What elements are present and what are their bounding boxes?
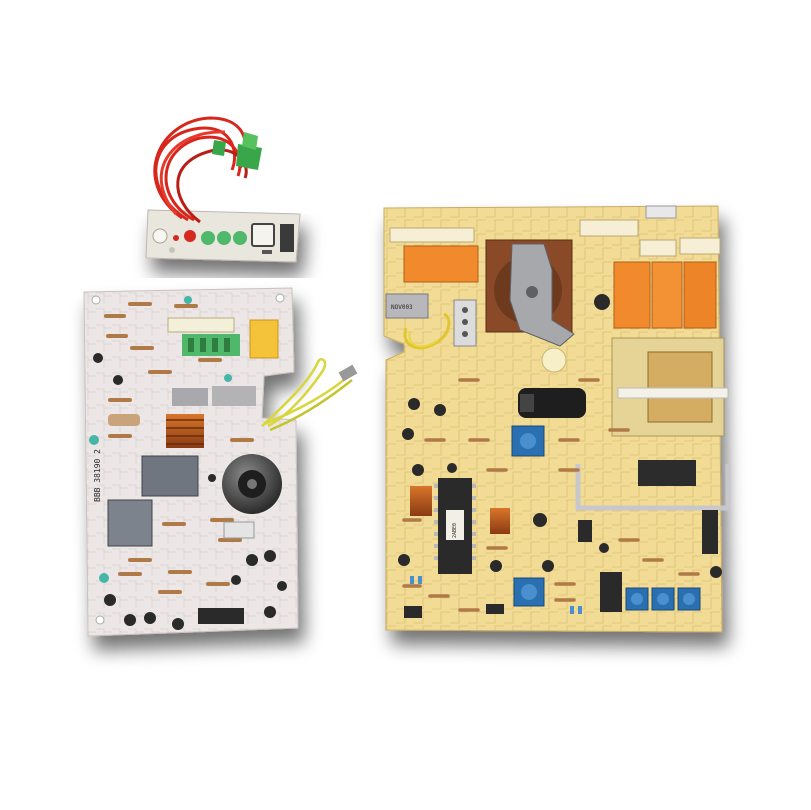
main-board-label: NOV003 [391, 304, 413, 311]
left-board-label: BBB 38190 2 [93, 449, 102, 502]
green-wire-connector [212, 132, 262, 170]
relay [107, 499, 153, 547]
chip-label: 2ABE0 [452, 523, 458, 538]
orange-relay [683, 261, 717, 329]
red-wire-bundle [153, 116, 248, 224]
green-led [217, 231, 231, 245]
red-led [184, 230, 196, 242]
orange-relay [403, 245, 479, 283]
green-led [201, 231, 215, 245]
green-led [233, 231, 247, 245]
main-board-components: NOV003 [385, 205, 731, 618]
yellow-wire [261, 358, 353, 432]
display-board-components [152, 223, 294, 254]
push-button [251, 223, 275, 247]
inductor-coil [166, 414, 204, 448]
display-connector [280, 224, 294, 252]
yellow-relay [249, 319, 279, 359]
potentiometer [513, 577, 545, 607]
wire-terminal [338, 364, 358, 382]
left-board-components: BBB 38190 2 [89, 293, 287, 630]
white-connector [167, 317, 235, 333]
orange-relay [613, 261, 651, 329]
orange-relay [651, 261, 683, 329]
potentiometer [511, 425, 545, 457]
electrolytic-capacitor [518, 388, 586, 418]
mount-hole [152, 228, 168, 244]
relay [141, 455, 199, 497]
potentiometer [625, 587, 701, 611]
ic-chip [198, 608, 244, 624]
